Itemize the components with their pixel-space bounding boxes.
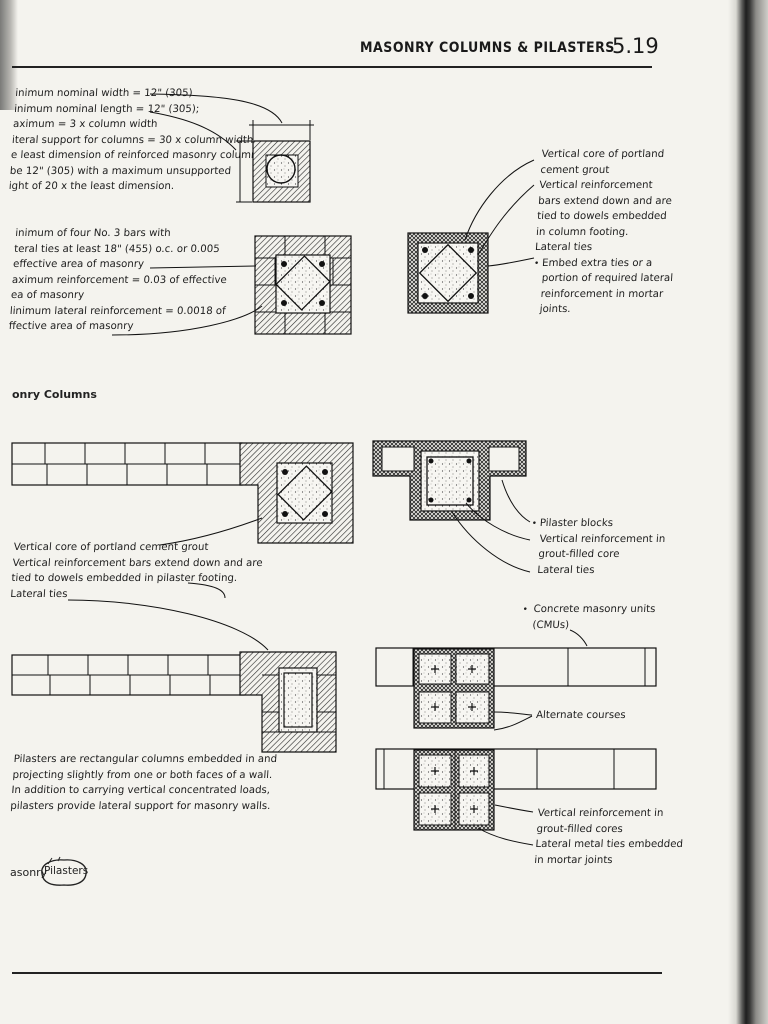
note-line: In addition to carrying vertical concent…: [11, 785, 271, 796]
note-line: effective area of masonry: [12, 259, 145, 270]
note-line: grout-filled cores: [536, 823, 624, 835]
note-text: Pilaster blocks: [539, 518, 614, 529]
column-core-callouts: Vertical core of portland cement grout V…: [530, 148, 682, 319]
note-line: (CMUs): [532, 619, 570, 631]
note-line: grout-filled core: [538, 549, 620, 560]
pilaster-wall-2: [11, 651, 337, 753]
section-prefix: asonry: [10, 866, 48, 879]
note-line: portion of required lateral: [541, 273, 674, 284]
note-line: reinforcement in mortar: [540, 288, 664, 300]
pilaster-right-callouts: • Pilaster blocks Vertical reinforcement…: [528, 516, 667, 578]
note-line: Lateral ties: [534, 242, 593, 253]
note-line: Vertical core of portland cement grout: [13, 542, 209, 553]
note-line: inimum of four No. 3 bars with: [14, 228, 172, 239]
page-header: MASONRY COLUMNS & PILASTERS 5.19: [350, 32, 659, 66]
note-line: Lateral ties: [10, 588, 68, 600]
alternate-courses-label: Alternate courses: [535, 710, 627, 721]
pilaster-description: Pilasters are rectangular columns embedd…: [10, 752, 278, 814]
chapter-number: 5: [612, 34, 626, 58]
note-line: inimum nominal length = 12" (305);: [13, 103, 200, 115]
note-line: aximum = 3 x column width: [12, 119, 158, 130]
note-line: • Concrete masonry units: [522, 602, 656, 618]
column-detail-grouted: [407, 159, 535, 314]
stamp-outline-icon: [41, 856, 87, 886]
page-number: 5.19: [612, 34, 659, 58]
bullet-icon: •: [522, 605, 534, 615]
note-line: e least dimension of reinforced masonry …: [10, 150, 264, 161]
note-line: aximum reinforcement = 0.03 of effective: [11, 274, 228, 286]
page-title: MASONRY COLUMNS & PILASTERS: [360, 40, 615, 56]
column-dimension-notes: inimum nominal width = 12" (305) inimum …: [8, 86, 267, 195]
note-text: Concrete masonry units: [533, 604, 656, 615]
note-line: Vertical core of portland: [541, 149, 665, 160]
note-line: ea of masonry: [10, 290, 85, 301]
note-line: tied to dowels embedded in pilaster foot…: [11, 573, 238, 584]
note-line: projecting slightly from one or both fac…: [12, 769, 273, 781]
note-line: iteral support for columns = 30 x column…: [11, 134, 254, 146]
note-line: ffective area of masonry: [8, 321, 134, 332]
note-line: Vertical reinforcement in: [539, 533, 666, 545]
footer-rule: [12, 972, 662, 974]
note-line: inimum nominal width = 12" (305): [14, 88, 193, 99]
note-line: Lateral metal ties embedded: [535, 839, 684, 850]
pilaster-left-callouts: Vertical core of portland cement grout V…: [10, 540, 264, 602]
section-title-columns: onry Columns: [12, 388, 97, 401]
note-line: bars extend down and are: [537, 195, 673, 207]
note-line: Lateral ties: [537, 564, 595, 576]
note-line: joints.: [539, 304, 571, 315]
note-line: in mortar joints: [534, 854, 613, 866]
note-line: in column footing.: [535, 226, 629, 238]
note-line: teral ties at least 18" (455) o.c. or 0.…: [13, 243, 221, 255]
note-line: Pilasters are rectangular columns embedd…: [13, 754, 278, 765]
note-line: Vertical reinforcement in: [537, 808, 664, 819]
note-line: Vertical reinforcement bars extend down …: [12, 557, 263, 569]
cmu-callout: • Concrete masonry units (CMUs): [521, 602, 656, 633]
page-suffix: .19: [625, 34, 659, 58]
note-line: Vertical reinforcement: [538, 180, 653, 191]
note-line: cement grout: [540, 164, 610, 176]
note-line: tied to dowels embedded: [536, 211, 668, 222]
column-reinforcement-notes: inimum of four No. 3 bars with teral tie…: [8, 226, 231, 335]
header-rule: [12, 66, 652, 68]
pilaster-bottom-callouts: Vertical reinforcement in grout-filled c…: [534, 806, 686, 868]
pilaster-block-plan: [372, 440, 531, 573]
note-line: • Embed extra ties or a: [533, 257, 674, 273]
note-line: • Pilaster blocks: [531, 516, 667, 532]
book-binding: [728, 0, 768, 1024]
note-text: Embed extra ties or a: [541, 257, 653, 269]
scan-shadow: [0, 0, 18, 110]
stamp-text: Pilasters: [44, 865, 89, 877]
note-line: be 12" (305) with a maximum unsupported: [9, 165, 232, 177]
section-title-pilasters: asonry: [10, 866, 47, 879]
note-line: ight of 20 x the least dimension.: [8, 181, 175, 192]
pilasters-stamp: Pilasters: [38, 856, 88, 886]
note-line: pilasters provide lateral support for ma…: [10, 800, 271, 812]
note-line: linimum lateral reinforcement = 0.0018 o…: [9, 305, 227, 317]
